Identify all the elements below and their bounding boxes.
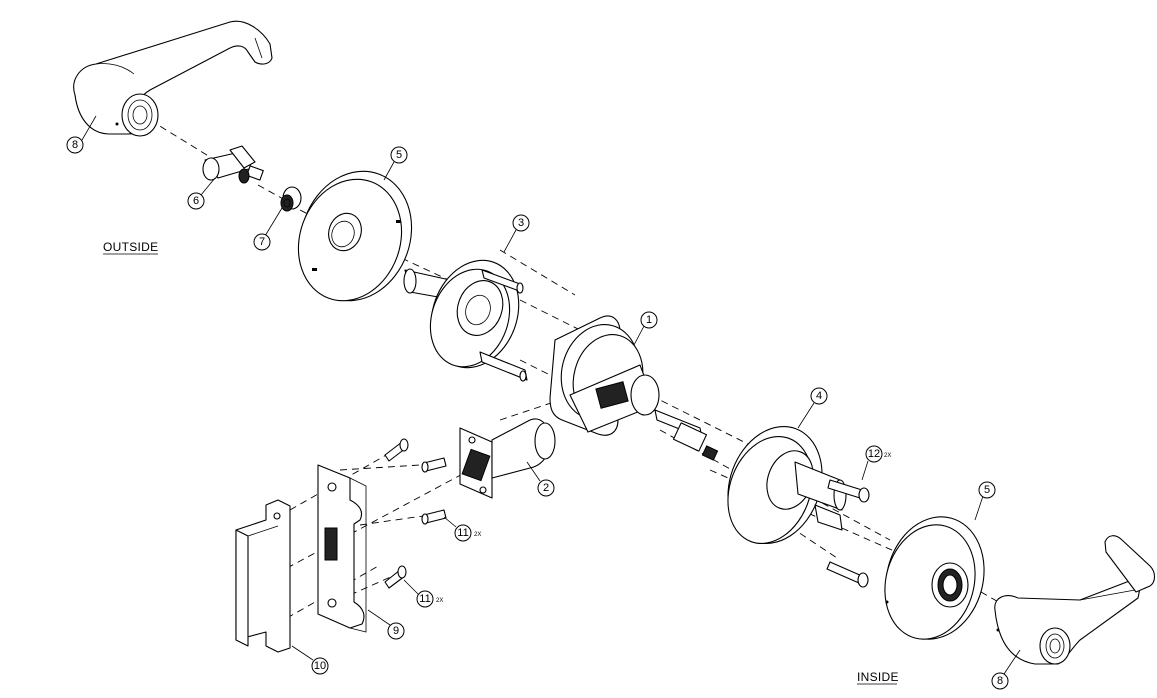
callout-7: 7 <box>253 233 271 251</box>
svg-text:4: 4 <box>816 390 822 402</box>
strike-screw <box>384 438 409 462</box>
svg-text:8: 8 <box>72 139 78 151</box>
svg-text:2: 2 <box>543 482 549 494</box>
callout-11-lower: 11 <box>416 590 434 608</box>
svg-text:8: 8 <box>997 675 1003 687</box>
lock-chassis <box>549 315 719 461</box>
callout-8-outside: 8 <box>66 136 84 154</box>
svg-text:1: 1 <box>646 314 652 326</box>
strike-box <box>235 499 291 653</box>
svg-text:3: 3 <box>518 217 524 229</box>
inside-label: INSIDE <box>857 670 899 684</box>
callout-5-inside: 5 <box>978 481 996 499</box>
inside-rose <box>884 516 985 640</box>
callout-12: 12 <box>865 445 883 463</box>
svg-text:6: 6 <box>193 195 199 207</box>
svg-text:5: 5 <box>396 149 402 161</box>
latch-screw <box>421 509 447 525</box>
callout-9: 9 <box>387 622 405 640</box>
svg-text:9: 9 <box>393 625 399 637</box>
callout-11-upper: 11 <box>454 524 472 542</box>
strike-screw <box>384 565 407 589</box>
svg-text:7: 7 <box>259 236 265 248</box>
callout-3: 3 <box>512 214 530 232</box>
callout-4: 4 <box>810 387 828 405</box>
svg-text:10: 10 <box>314 660 326 672</box>
quantity-12: 2X <box>884 453 891 459</box>
quantity-11-upper: 2X <box>474 532 481 538</box>
mounting-screw <box>827 479 870 503</box>
callout-2: 2 <box>537 479 555 497</box>
quantity-11-lower: 2X <box>436 598 443 604</box>
svg-text:11: 11 <box>457 527 468 539</box>
callout-6: 6 <box>187 192 205 210</box>
callout-5-outside: 5 <box>390 146 408 164</box>
mounting-screw <box>826 561 869 588</box>
callout-8-inside: 8 <box>991 672 1009 690</box>
outside-mounting-plate <box>403 259 528 382</box>
svg-text:11: 11 <box>419 593 430 605</box>
outside-label: OUTSIDE <box>103 240 158 254</box>
latch <box>459 418 556 499</box>
lock-cylinder <box>202 145 264 184</box>
svg-text:12: 12 <box>868 448 880 460</box>
outside-rose <box>297 170 413 302</box>
inside-mounting-plate <box>727 426 847 545</box>
inside-lever-handle <box>994 535 1156 665</box>
outside-lever-handle <box>73 20 273 137</box>
strike-plate <box>317 464 367 633</box>
latch-screw <box>421 457 447 473</box>
cylinder-nut <box>280 186 302 212</box>
leader-lines <box>81 115 1021 675</box>
callout-10: 10 <box>311 657 329 675</box>
callout-1: 1 <box>640 311 658 329</box>
svg-text:5: 5 <box>984 484 990 496</box>
